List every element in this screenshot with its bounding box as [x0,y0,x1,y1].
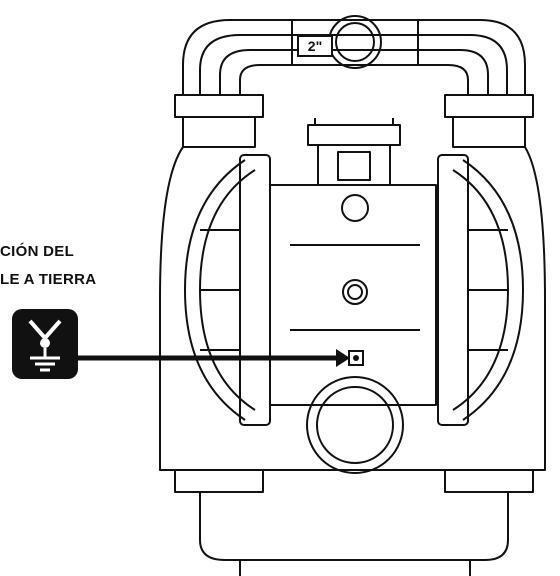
bottom-port-inner [316,386,394,464]
ground-terminal-icon [12,309,78,379]
right-diaphragm-cover [437,154,469,426]
center-section [269,184,437,406]
top-manifold-outer [182,19,526,95]
pump-outline [159,15,546,576]
center-upper-port [341,194,369,222]
top-right-flange [444,94,534,118]
left-diaphragm-cover [239,154,271,426]
port-size-label: 2" [308,38,322,54]
center-plug-outer [342,279,368,305]
center-plug-inner [347,284,363,300]
main-body [159,146,546,471]
port-size-tag [297,35,333,57]
top-manifold-mid [199,34,508,95]
bottom-left-flange [174,469,264,493]
right-chamber-outer [462,159,524,421]
ground-callout-arrowhead [336,349,350,367]
ground-callout-label-line-2: LE A TIERRA [0,271,97,288]
top-left-flange [174,94,264,118]
top-manifold-core [239,64,469,95]
ground-callout-label-line-1: CIÓN DEL [0,243,75,260]
left-chamber-outer [184,159,246,421]
bottom-right-flange [444,469,534,493]
top-manifold-inner [219,49,489,95]
bottom-manifold [199,492,509,561]
top-port-inner [335,22,375,62]
air-valve-cap [307,124,401,146]
bottom-port-outer [306,376,404,474]
